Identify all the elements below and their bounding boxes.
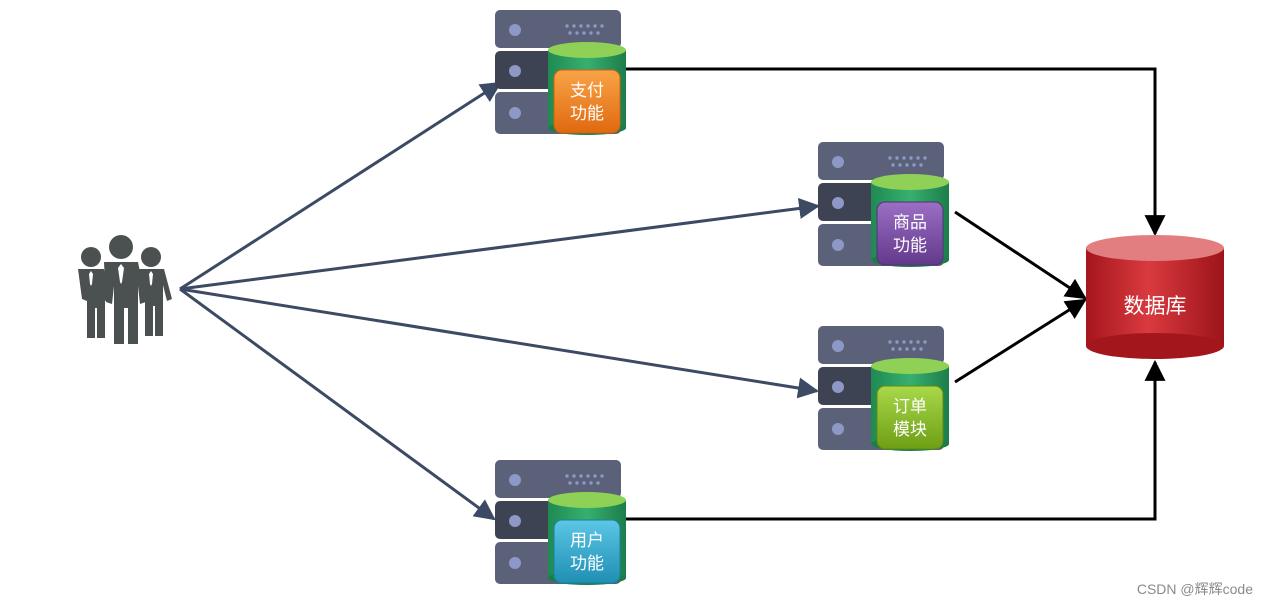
service-label-box xyxy=(876,201,944,266)
service-label-line2: 功能 xyxy=(570,554,604,574)
service-label-box xyxy=(553,69,621,134)
service-node-payment: 支付 功能 xyxy=(495,10,626,135)
service-label-box xyxy=(553,519,621,584)
arrow-user-to-db xyxy=(626,359,1166,521)
arrow-to-payment xyxy=(179,81,502,291)
database-label: 数据库 xyxy=(1124,294,1187,318)
service-node-product: 商品 功能 xyxy=(818,142,949,267)
service-label-line1: 用户 xyxy=(570,531,604,551)
service-label-line1: 支付 xyxy=(570,81,604,101)
arrow-order-to-db xyxy=(954,298,1087,384)
service-label-line1: 订单 xyxy=(893,397,927,417)
database-node: 数据库 xyxy=(1086,235,1224,359)
service-node-order: 订单 模块 xyxy=(818,326,949,451)
arrow-to-user xyxy=(179,287,496,521)
database-cylinder-icon xyxy=(1086,235,1224,359)
service-label-line2: 模块 xyxy=(893,420,927,440)
service-node-user: 用户 功能 xyxy=(495,460,626,585)
service-label-line2: 功能 xyxy=(893,236,927,256)
arrow-payment-to-db xyxy=(626,67,1166,237)
arrow-to-order xyxy=(179,287,820,399)
watermark-text: CSDN @辉辉code xyxy=(1136,581,1253,597)
db-connection-arrows xyxy=(626,67,1166,521)
arrow-to-product xyxy=(179,198,821,291)
service-label-box xyxy=(876,385,944,450)
service-label-line2: 功能 xyxy=(570,104,604,124)
client-request-arrows xyxy=(179,81,821,521)
users-group-icon xyxy=(78,235,172,344)
arrow-product-to-db xyxy=(954,210,1087,300)
service-label-line1: 商品 xyxy=(893,213,927,233)
